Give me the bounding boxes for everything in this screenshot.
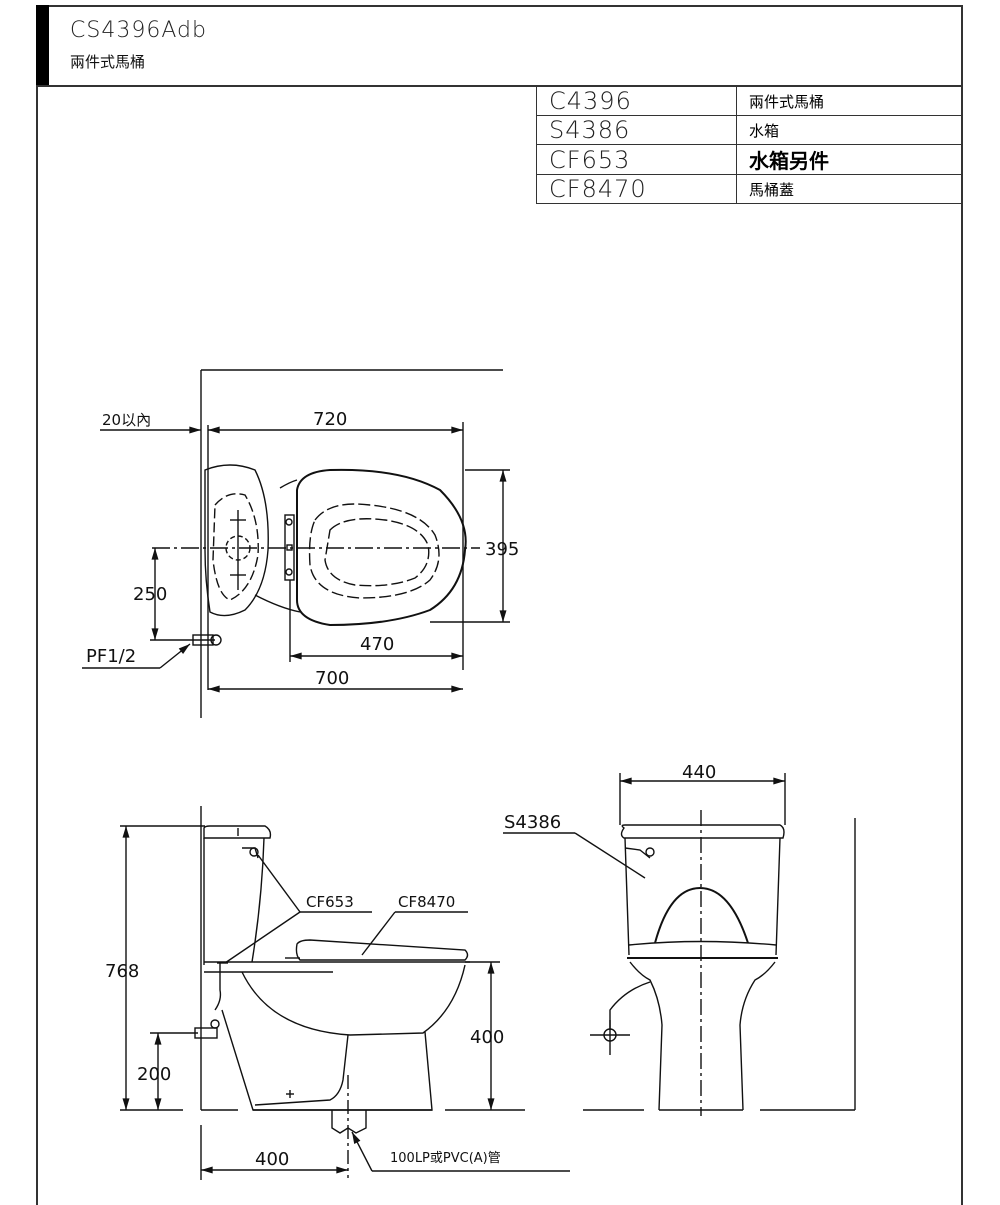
dim-wall-gap: 20以內: [102, 411, 151, 429]
drawing-frame: [36, 5, 963, 1205]
dim-tank-width: 440: [682, 762, 716, 783]
dim-seat-length: 470: [360, 634, 394, 655]
dim-width: 395: [485, 539, 519, 560]
dim-body-length: 700: [315, 668, 349, 689]
parts-row: CF653 水箱另件: [536, 144, 963, 175]
dim-total-length: 720: [313, 409, 347, 430]
part-code: C4396: [536, 86, 737, 116]
dim-seat-height: 400: [470, 1027, 504, 1048]
part-code: CF8470: [536, 174, 737, 204]
part-name: 水箱另件: [736, 144, 963, 175]
dim-supply-height: 200: [137, 1064, 171, 1085]
label-fittings: CF653: [306, 893, 354, 911]
parts-row: CF8470 馬桶蓋: [536, 174, 963, 204]
model-number: CS4396Adb: [70, 18, 207, 43]
supply-label: PF1/2: [86, 646, 136, 667]
title-block: CS4396Adb 兩件式馬桶: [36, 5, 963, 87]
part-name: 兩件式馬桶: [736, 86, 963, 116]
part-name: 馬桶蓋: [736, 174, 963, 204]
parts-table: C4396 兩件式馬桶 S4386 水箱 CF653 水箱另件 CF8470 馬…: [536, 86, 963, 204]
top-view: [82, 369, 510, 718]
part-code: CF653: [536, 144, 737, 175]
dim-height: 768: [105, 961, 139, 982]
dim-rough-in: 400: [255, 1149, 289, 1170]
label-seat: CF8470: [398, 893, 455, 911]
front-view: [503, 773, 856, 1116]
product-type: 兩件式馬桶: [70, 53, 146, 71]
label-tank: S4386: [504, 812, 561, 833]
parts-row: C4396 兩件式馬桶: [536, 86, 963, 116]
dim-supply-offset: 250: [133, 584, 167, 605]
title-bar-accent: [36, 5, 49, 85]
part-name: 水箱: [736, 115, 963, 145]
dimension-labels: 20以內 720 395 250 PF1/2 470 700 768 200 4…: [86, 409, 716, 1170]
side-view: [120, 806, 570, 1180]
drain-label: 100LP或PVC(A)管: [390, 1151, 501, 1166]
